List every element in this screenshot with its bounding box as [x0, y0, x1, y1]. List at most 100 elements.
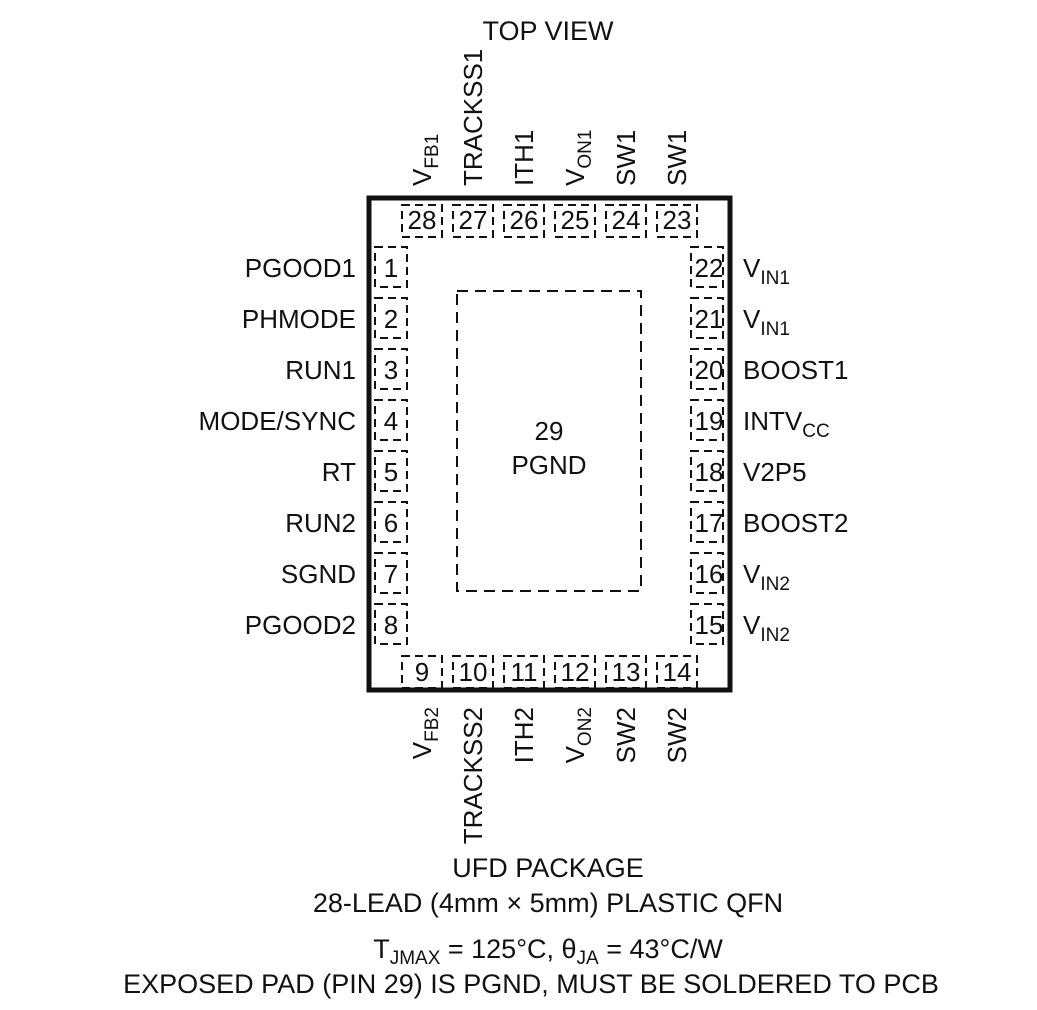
pin-number-3: 3 — [384, 355, 398, 385]
pin-number-1: 1 — [384, 253, 398, 283]
pin-pad-19 — [690, 399, 724, 441]
exposed-pad-number: 29 — [535, 416, 564, 446]
pin-number-8: 8 — [384, 610, 398, 640]
pin-pad-17 — [690, 501, 724, 543]
pin-label-22: VIN1 — [743, 253, 790, 289]
pin-pad-5 — [374, 450, 408, 492]
theta-value: = 43°C/W — [599, 934, 724, 964]
diagram-title: TOP VIEW — [482, 16, 614, 46]
pin-pad-12 — [554, 655, 596, 689]
pin-label-26: ITH1 — [509, 130, 539, 186]
pin-number-15: 15 — [695, 610, 724, 640]
pin-number-26: 26 — [510, 205, 539, 235]
pin-label-18: V2P5 — [743, 457, 807, 487]
pin-number-22: 22 — [695, 253, 724, 283]
pin-label-13: SW2 — [611, 707, 641, 763]
tjmax-value: = 125°C, — [440, 934, 561, 964]
pin-label-10: TRACKSS2 — [458, 707, 488, 844]
pin-pad-14 — [656, 655, 698, 689]
pin-number-27: 27 — [459, 205, 488, 235]
pin-pad-3 — [374, 348, 408, 390]
pin-number-17: 17 — [695, 508, 724, 538]
pin-pad-27 — [452, 204, 494, 238]
pin-pad-4 — [374, 399, 408, 441]
pin-label-12: VON2 — [560, 707, 596, 763]
pin-label-27: TRACKSS1 — [458, 49, 488, 186]
pin-number-19: 19 — [695, 406, 724, 436]
pin-label-5: RT — [322, 457, 356, 487]
footer-thermal: TJMAX = 125°C, θJA = 43°C/W — [373, 934, 723, 969]
pin-number-10: 10 — [459, 657, 488, 687]
pin-number-6: 6 — [384, 508, 398, 538]
pin-pad-11 — [503, 655, 545, 689]
pin-label-17: BOOST2 — [743, 508, 848, 538]
pin-label-3: RUN1 — [285, 355, 356, 385]
pin-pad-28 — [401, 204, 443, 238]
pin-number-25: 25 — [561, 205, 590, 235]
pin-number-11: 11 — [511, 657, 538, 687]
pin-pad-16 — [690, 552, 724, 594]
pin-number-13: 13 — [612, 657, 641, 687]
pin-pad-24 — [605, 204, 647, 238]
pin-number-2: 2 — [384, 304, 398, 334]
theta-subscript: JA — [577, 948, 600, 969]
pin-label-1: PGOOD1 — [245, 253, 356, 283]
pin-number-14: 14 — [663, 657, 692, 687]
footer-lead-info: 28-LEAD (4mm × 5mm) PLASTIC QFN — [313, 888, 783, 918]
pin-number-5: 5 — [384, 457, 398, 487]
pin-number-20: 20 — [695, 355, 724, 385]
pin-pad-10 — [452, 655, 494, 689]
pin-label-6: RUN2 — [285, 508, 356, 538]
pin-pad-1 — [374, 246, 408, 288]
pin-number-24: 24 — [612, 205, 641, 235]
pin-label-15: VIN2 — [743, 610, 790, 646]
pin-label-16: VIN2 — [743, 559, 790, 595]
pin-pad-9 — [401, 655, 443, 689]
pin-label-2: PHMODE — [242, 304, 356, 334]
exposed-pad — [456, 290, 642, 592]
pin-number-16: 16 — [695, 559, 724, 589]
pin-pad-15 — [690, 603, 724, 645]
pin-number-12: 12 — [561, 657, 590, 687]
pin-label-23: SW1 — [662, 130, 692, 186]
tjmax-subscript: JMAX — [390, 948, 441, 969]
package-body — [366, 195, 733, 693]
pin-label-7: SGND — [281, 559, 356, 589]
pin-label-9: VFB2 — [407, 707, 443, 759]
pin-label-19: INTVCC — [743, 406, 830, 442]
tjmax-symbol: T — [373, 934, 390, 964]
pin-label-28: VFB1 — [407, 134, 443, 186]
pin-number-28: 28 — [408, 205, 437, 235]
pin-pad-2 — [374, 297, 408, 339]
pin-label-20: BOOST1 — [743, 355, 848, 385]
pin-pad-6 — [374, 501, 408, 543]
pin-pad-22 — [690, 246, 724, 288]
pin-pad-25 — [554, 204, 596, 238]
pin-number-7: 7 — [384, 559, 398, 589]
pin-label-11: ITH2 — [509, 707, 539, 763]
pin-pad-20 — [690, 348, 724, 390]
pin-label-21: VIN1 — [743, 304, 790, 340]
pin-pad-18 — [690, 450, 724, 492]
pin-pad-26 — [503, 204, 545, 238]
pins-group: 1 PGOOD1 2 PHMODE 3 RUN1 4 MODE/SYNC 5 RT 6 RUN2 7 SG… — [199, 49, 849, 845]
pin-number-23: 23 — [663, 205, 692, 235]
footer-package: UFD PACKAGE — [452, 853, 644, 883]
pin-pad-7 — [374, 552, 408, 594]
pin-pad-23 — [656, 204, 698, 238]
pin-label-8: PGOOD2 — [245, 610, 356, 640]
pin-pad-21 — [690, 297, 724, 339]
pin-label-24: SW1 — [611, 130, 641, 186]
pin-number-18: 18 — [695, 457, 724, 487]
pin-label-25: VON1 — [560, 130, 596, 186]
pin-label-4: MODE/SYNC — [199, 406, 356, 436]
theta-symbol: θ — [562, 934, 577, 964]
footer-exposed-pad-note: EXPOSED PAD (PIN 29) IS PGND, MUST BE SO… — [123, 969, 939, 999]
pin-pad-8 — [374, 603, 408, 645]
pin-number-21: 21 — [695, 304, 724, 334]
pin-number-4: 4 — [384, 406, 398, 436]
pin-pad-13 — [605, 655, 647, 689]
pin-label-14: SW2 — [662, 707, 692, 763]
